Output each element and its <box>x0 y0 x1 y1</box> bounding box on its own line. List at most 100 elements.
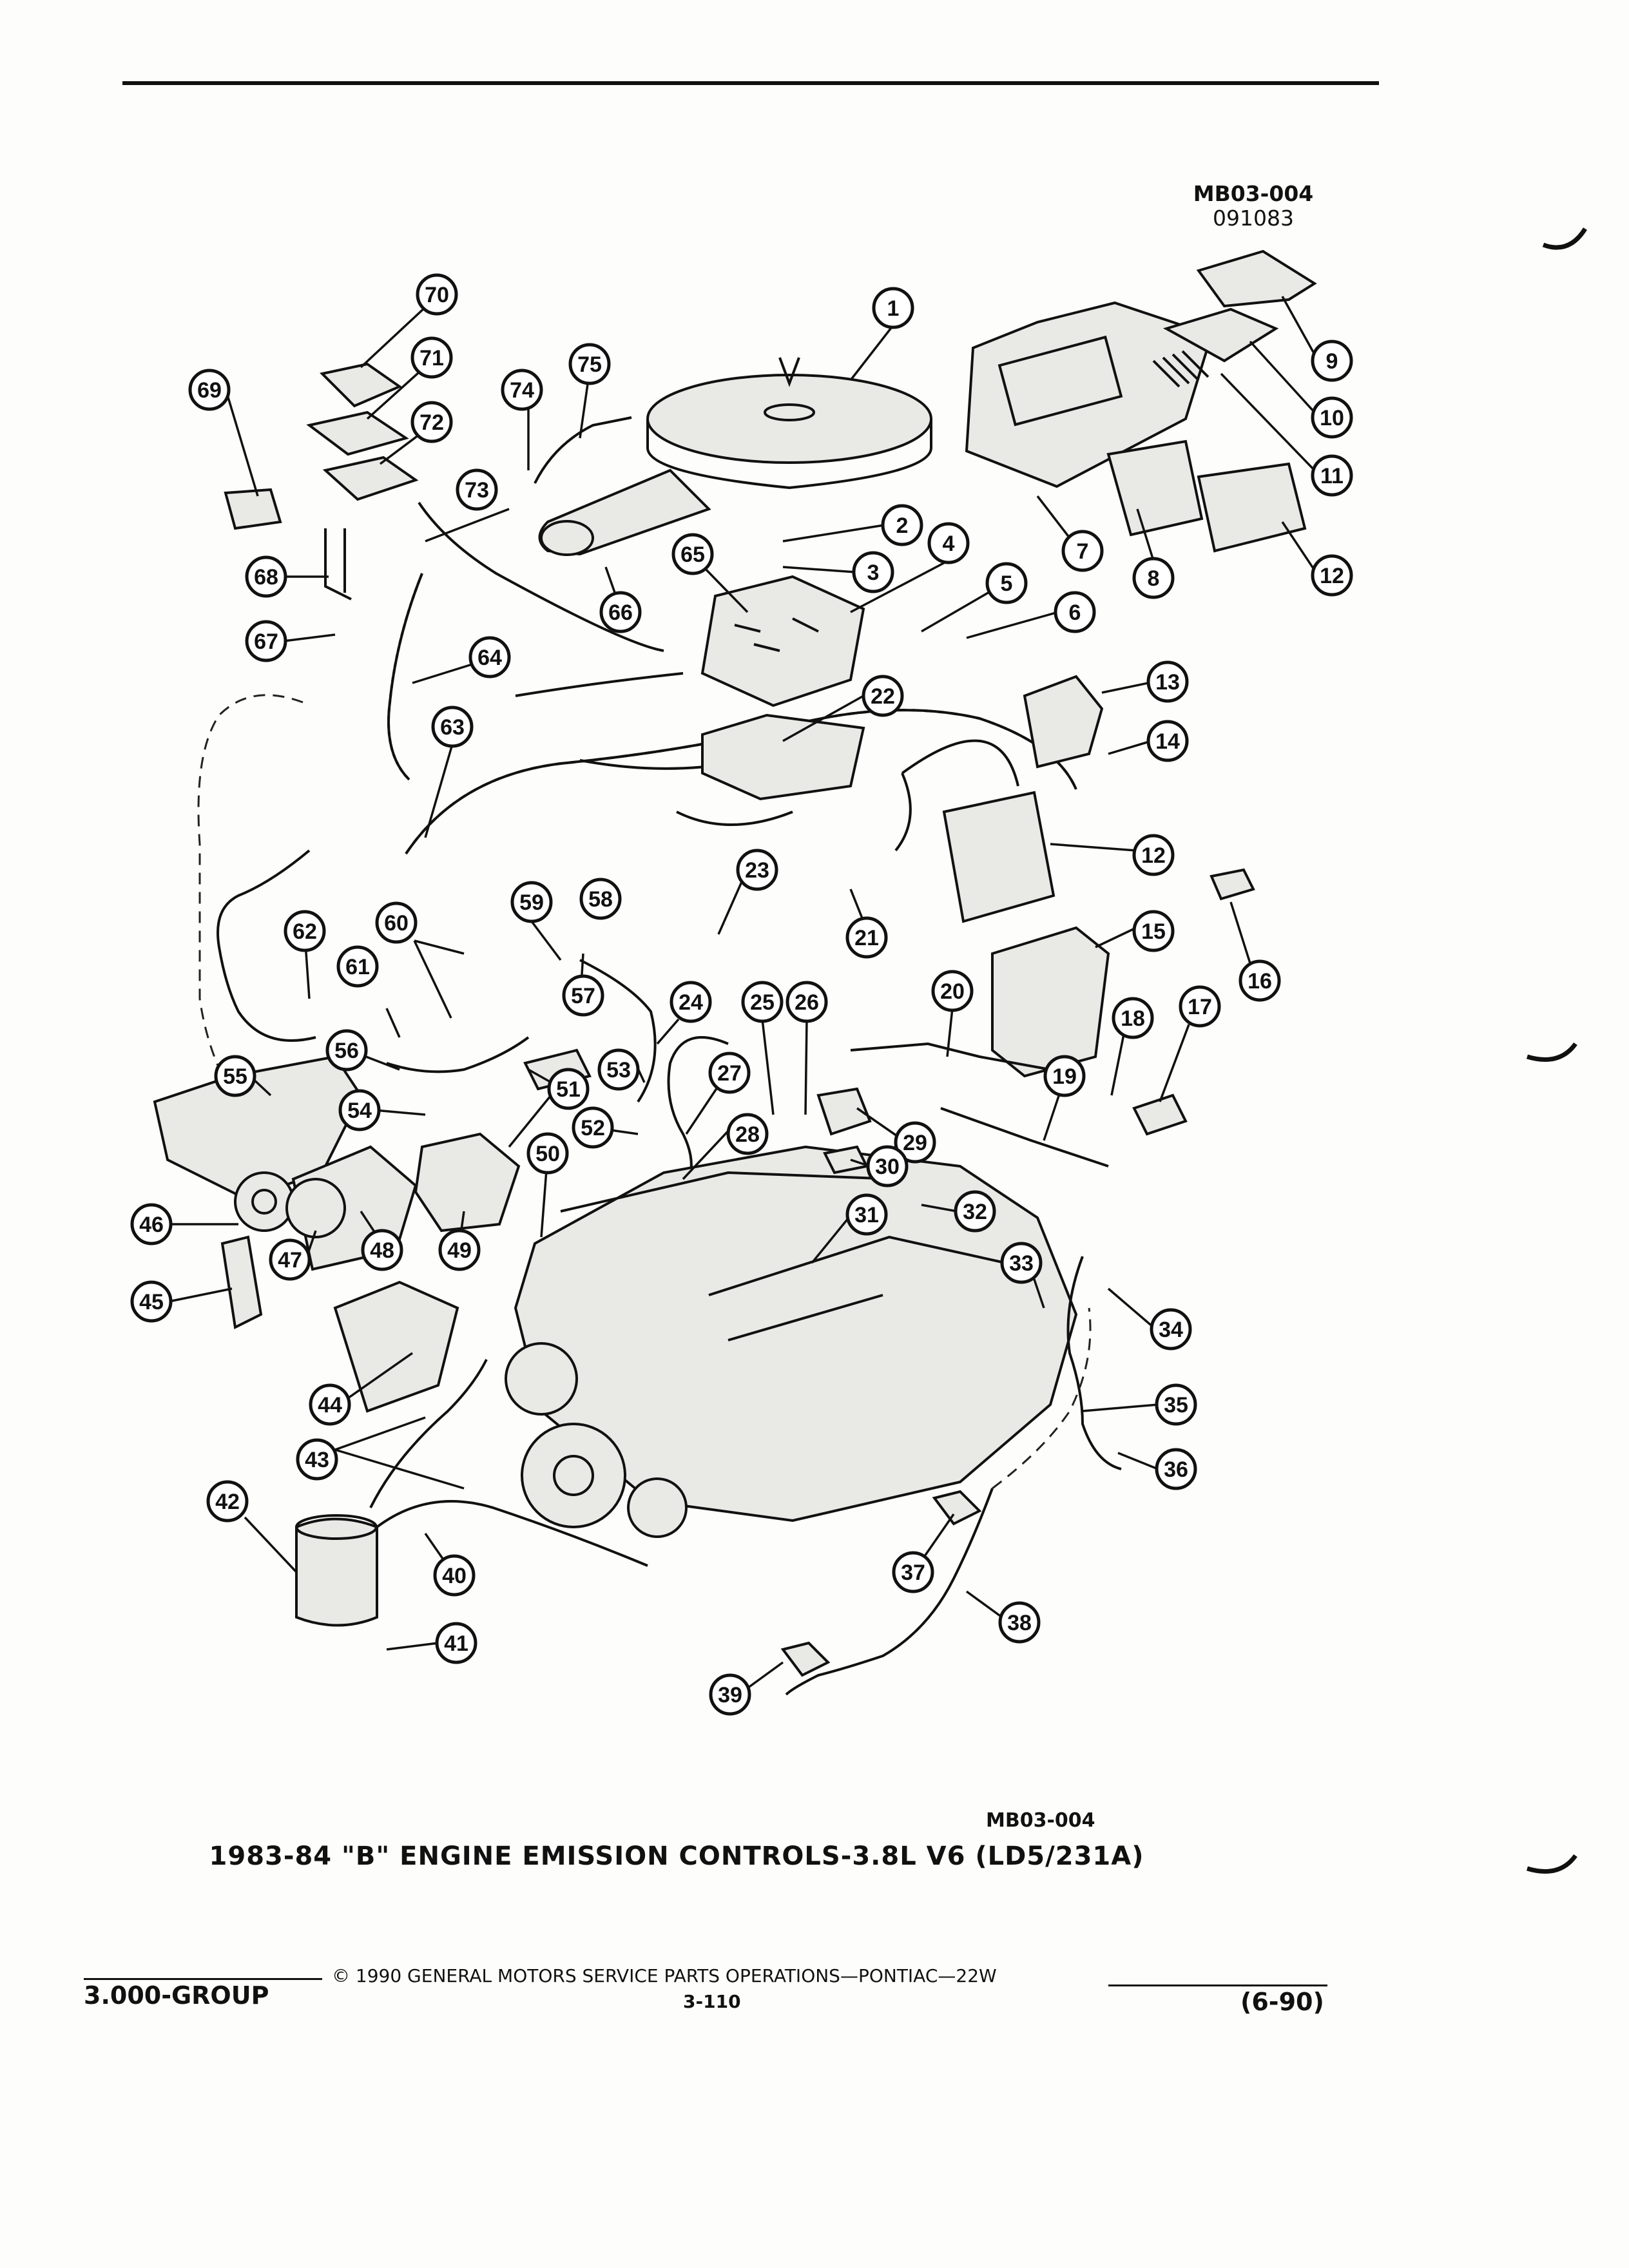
sensor-bracket-drawing <box>1152 249 1317 388</box>
callout-6: 6 <box>1054 591 1096 633</box>
callout-label: 14 <box>1155 729 1180 754</box>
callout-label: 57 <box>571 984 595 1008</box>
callout-30: 30 <box>866 1145 909 1187</box>
callout-15: 15 <box>1132 910 1175 952</box>
callout-label: 1 <box>887 296 900 321</box>
callout-31: 31 <box>845 1193 888 1236</box>
callout-37: 37 <box>892 1551 934 1593</box>
callout-53: 53 <box>597 1048 640 1091</box>
callout-39: 39 <box>709 1673 751 1716</box>
callout-52: 52 <box>572 1106 614 1149</box>
callout-label: 27 <box>717 1061 742 1086</box>
binder-mark-bottom <box>1526 1854 1577 1874</box>
callout-75: 75 <box>568 343 611 385</box>
carburetor-drawing <box>700 575 865 707</box>
callout-label: 30 <box>875 1155 900 1179</box>
callout-label: 53 <box>606 1058 631 1082</box>
corrugated-hose-drawing <box>387 573 423 781</box>
callout-label: 50 <box>535 1142 560 1166</box>
callout-label: 28 <box>735 1122 760 1147</box>
callout-61: 61 <box>336 945 379 988</box>
callout-label: 2 <box>896 514 909 538</box>
callout-18: 18 <box>1112 997 1154 1039</box>
callout-67: 67 <box>245 620 287 662</box>
callout-22: 22 <box>862 675 904 717</box>
wire-20-drawing <box>850 1042 1051 1071</box>
callout-57: 57 <box>562 974 604 1017</box>
callout-51: 51 <box>547 1068 590 1110</box>
callout-label: 33 <box>1009 1251 1034 1276</box>
callout-label: 31 <box>854 1203 879 1227</box>
callout-label: 12 <box>1141 843 1166 868</box>
air-cleaner-drawing <box>538 357 932 556</box>
canister-drawing <box>295 1514 378 1627</box>
callout-66: 66 <box>599 591 642 633</box>
callout-label: 47 <box>278 1248 302 1273</box>
callout-5: 5 <box>985 562 1028 604</box>
callout-12-lower: 12 <box>1132 834 1175 876</box>
callout-2: 2 <box>881 504 923 546</box>
callout-64: 64 <box>468 636 511 678</box>
callout-label: 73 <box>465 478 489 503</box>
callout-label: 51 <box>556 1077 581 1102</box>
callout-72: 72 <box>410 401 453 443</box>
callout-43: 43 <box>296 1438 338 1481</box>
callout-27: 27 <box>708 1052 751 1094</box>
callout-label: 43 <box>305 1448 329 1472</box>
control-module-drawing <box>965 301 1307 553</box>
callout-12-upper: 12 <box>1311 554 1353 597</box>
callout-4: 4 <box>927 522 970 564</box>
callout-7: 7 <box>1061 530 1104 572</box>
revision-date: (6-90) <box>1240 1988 1324 2016</box>
callout-55: 55 <box>214 1055 256 1097</box>
callout-40: 40 <box>433 1554 476 1597</box>
callout-71: 71 <box>410 336 453 379</box>
callout-38: 38 <box>998 1601 1041 1644</box>
callout-60: 60 <box>375 901 418 944</box>
callout-21: 21 <box>845 916 888 959</box>
figure-title: 1983-84 "B" ENGINE EMISSION CONTROLS-3.8… <box>209 1841 1144 1871</box>
callout-24: 24 <box>670 981 712 1023</box>
callout-29: 29 <box>894 1121 936 1164</box>
callout-label: 38 <box>1007 1611 1032 1635</box>
callout-14: 14 <box>1146 720 1189 762</box>
callout-28: 28 <box>726 1113 769 1155</box>
footer-rule-left <box>84 1978 322 1980</box>
callout-label: 54 <box>347 1099 372 1123</box>
copyright-line: © 1990 GENERAL MOTORS SERVICE PARTS OPER… <box>332 1965 997 1986</box>
hose-75-drawing <box>534 416 632 484</box>
callout-16: 16 <box>1239 959 1281 1002</box>
callout-label: 20 <box>940 979 965 1004</box>
callout-label: 26 <box>795 990 819 1015</box>
callout-19: 19 <box>1043 1055 1086 1097</box>
callout-8: 8 <box>1132 557 1175 599</box>
top-rule <box>122 81 1379 85</box>
callout-23: 23 <box>736 849 778 891</box>
callout-label: 32 <box>963 1200 987 1224</box>
callout-74: 74 <box>501 369 543 411</box>
callout-label: 17 <box>1188 995 1212 1019</box>
callout-44: 44 <box>309 1383 351 1426</box>
callout-26: 26 <box>786 981 828 1023</box>
callout-label: 55 <box>223 1064 247 1089</box>
callout-label: 9 <box>1326 349 1338 374</box>
callout-47: 47 <box>269 1238 311 1281</box>
wire-19-drawing <box>940 1107 1109 1168</box>
callout-label: 59 <box>519 890 544 915</box>
callout-17: 17 <box>1179 985 1221 1028</box>
callout-1: 1 <box>872 287 914 329</box>
callout-70: 70 <box>416 273 458 316</box>
fuel-line-58-drawing <box>579 959 657 1103</box>
ecm-drawing <box>942 675 1110 1078</box>
callout-62: 62 <box>284 910 326 952</box>
callout-50: 50 <box>526 1132 569 1175</box>
connector-16-drawing <box>1210 868 1255 901</box>
callout-42: 42 <box>206 1480 249 1523</box>
callout-label: 15 <box>1141 919 1166 944</box>
footer-rule-right <box>1108 1984 1327 1986</box>
callout-label: 29 <box>903 1131 927 1155</box>
callout-label: 4 <box>943 532 955 556</box>
callout-34: 34 <box>1150 1308 1192 1350</box>
header-date: 091083 <box>1213 206 1294 231</box>
